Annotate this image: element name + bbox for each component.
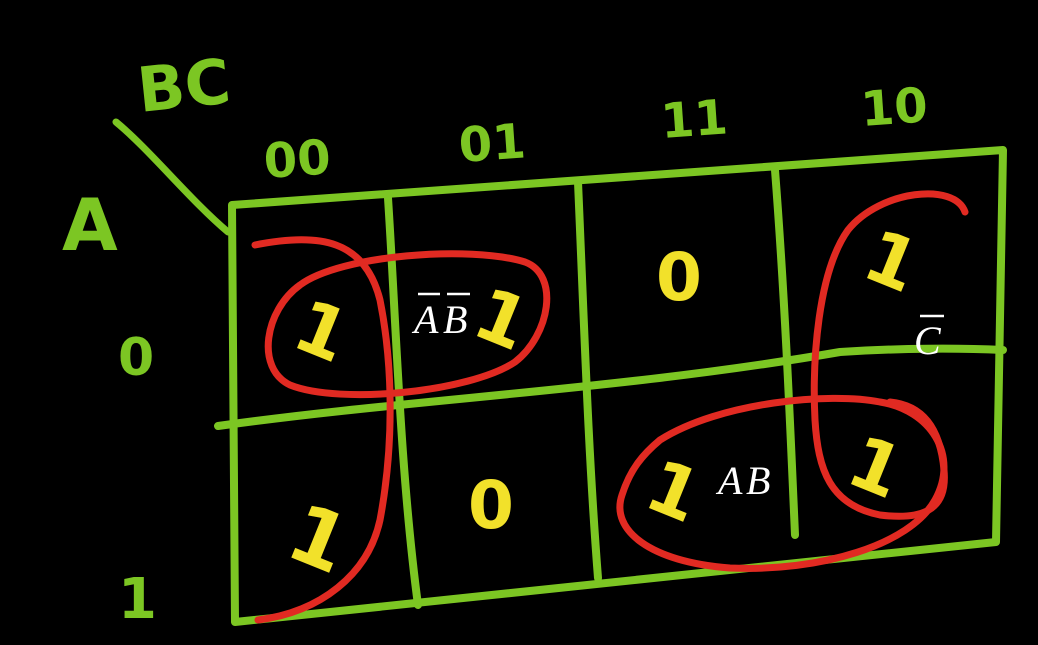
- group-loop-top-pair: [264, 250, 551, 399]
- annotation-bottom-letter-b: B: [746, 458, 770, 503]
- annotation-not-a-not-b: A B: [411, 292, 470, 342]
- row-header-1: 1: [118, 567, 157, 632]
- column-variable-label: BC: [134, 45, 234, 127]
- cell-r0-c11: 0: [656, 239, 702, 316]
- grid-outer-border: [228, 146, 1007, 626]
- cell-r1-c01: 0: [468, 467, 514, 544]
- annotation-right-letter-c: C: [914, 318, 942, 363]
- annotation-top-letter-b: B: [443, 297, 467, 342]
- group-loop-left-column: [251, 236, 394, 624]
- grid-column-divider-3: [771, 166, 799, 539]
- group-loop-bottom-pair: [616, 394, 948, 572]
- column-header-10: 10: [859, 77, 930, 138]
- row-header-0: 0: [118, 328, 154, 388]
- column-header-00: 00: [262, 129, 333, 190]
- column-header-01: 01: [457, 113, 528, 174]
- cell-r0-c10: 1: [853, 213, 931, 310]
- column-header-11: 11: [659, 89, 730, 150]
- grid-row-divider: [214, 344, 1007, 430]
- annotation-not-c: C: [914, 314, 944, 363]
- annotation-a-b: A B: [715, 458, 770, 503]
- grid-column-divider-1: [384, 194, 422, 609]
- row-variable-label: A: [62, 183, 118, 267]
- cell-r0-c00: 1: [283, 283, 361, 380]
- corner-diagonal-line: [112, 118, 232, 236]
- annotation-bottom-letter-a: A: [715, 458, 743, 503]
- annotation-top-letter-a: A: [411, 297, 439, 342]
- grid-column-divider-2: [574, 178, 602, 582]
